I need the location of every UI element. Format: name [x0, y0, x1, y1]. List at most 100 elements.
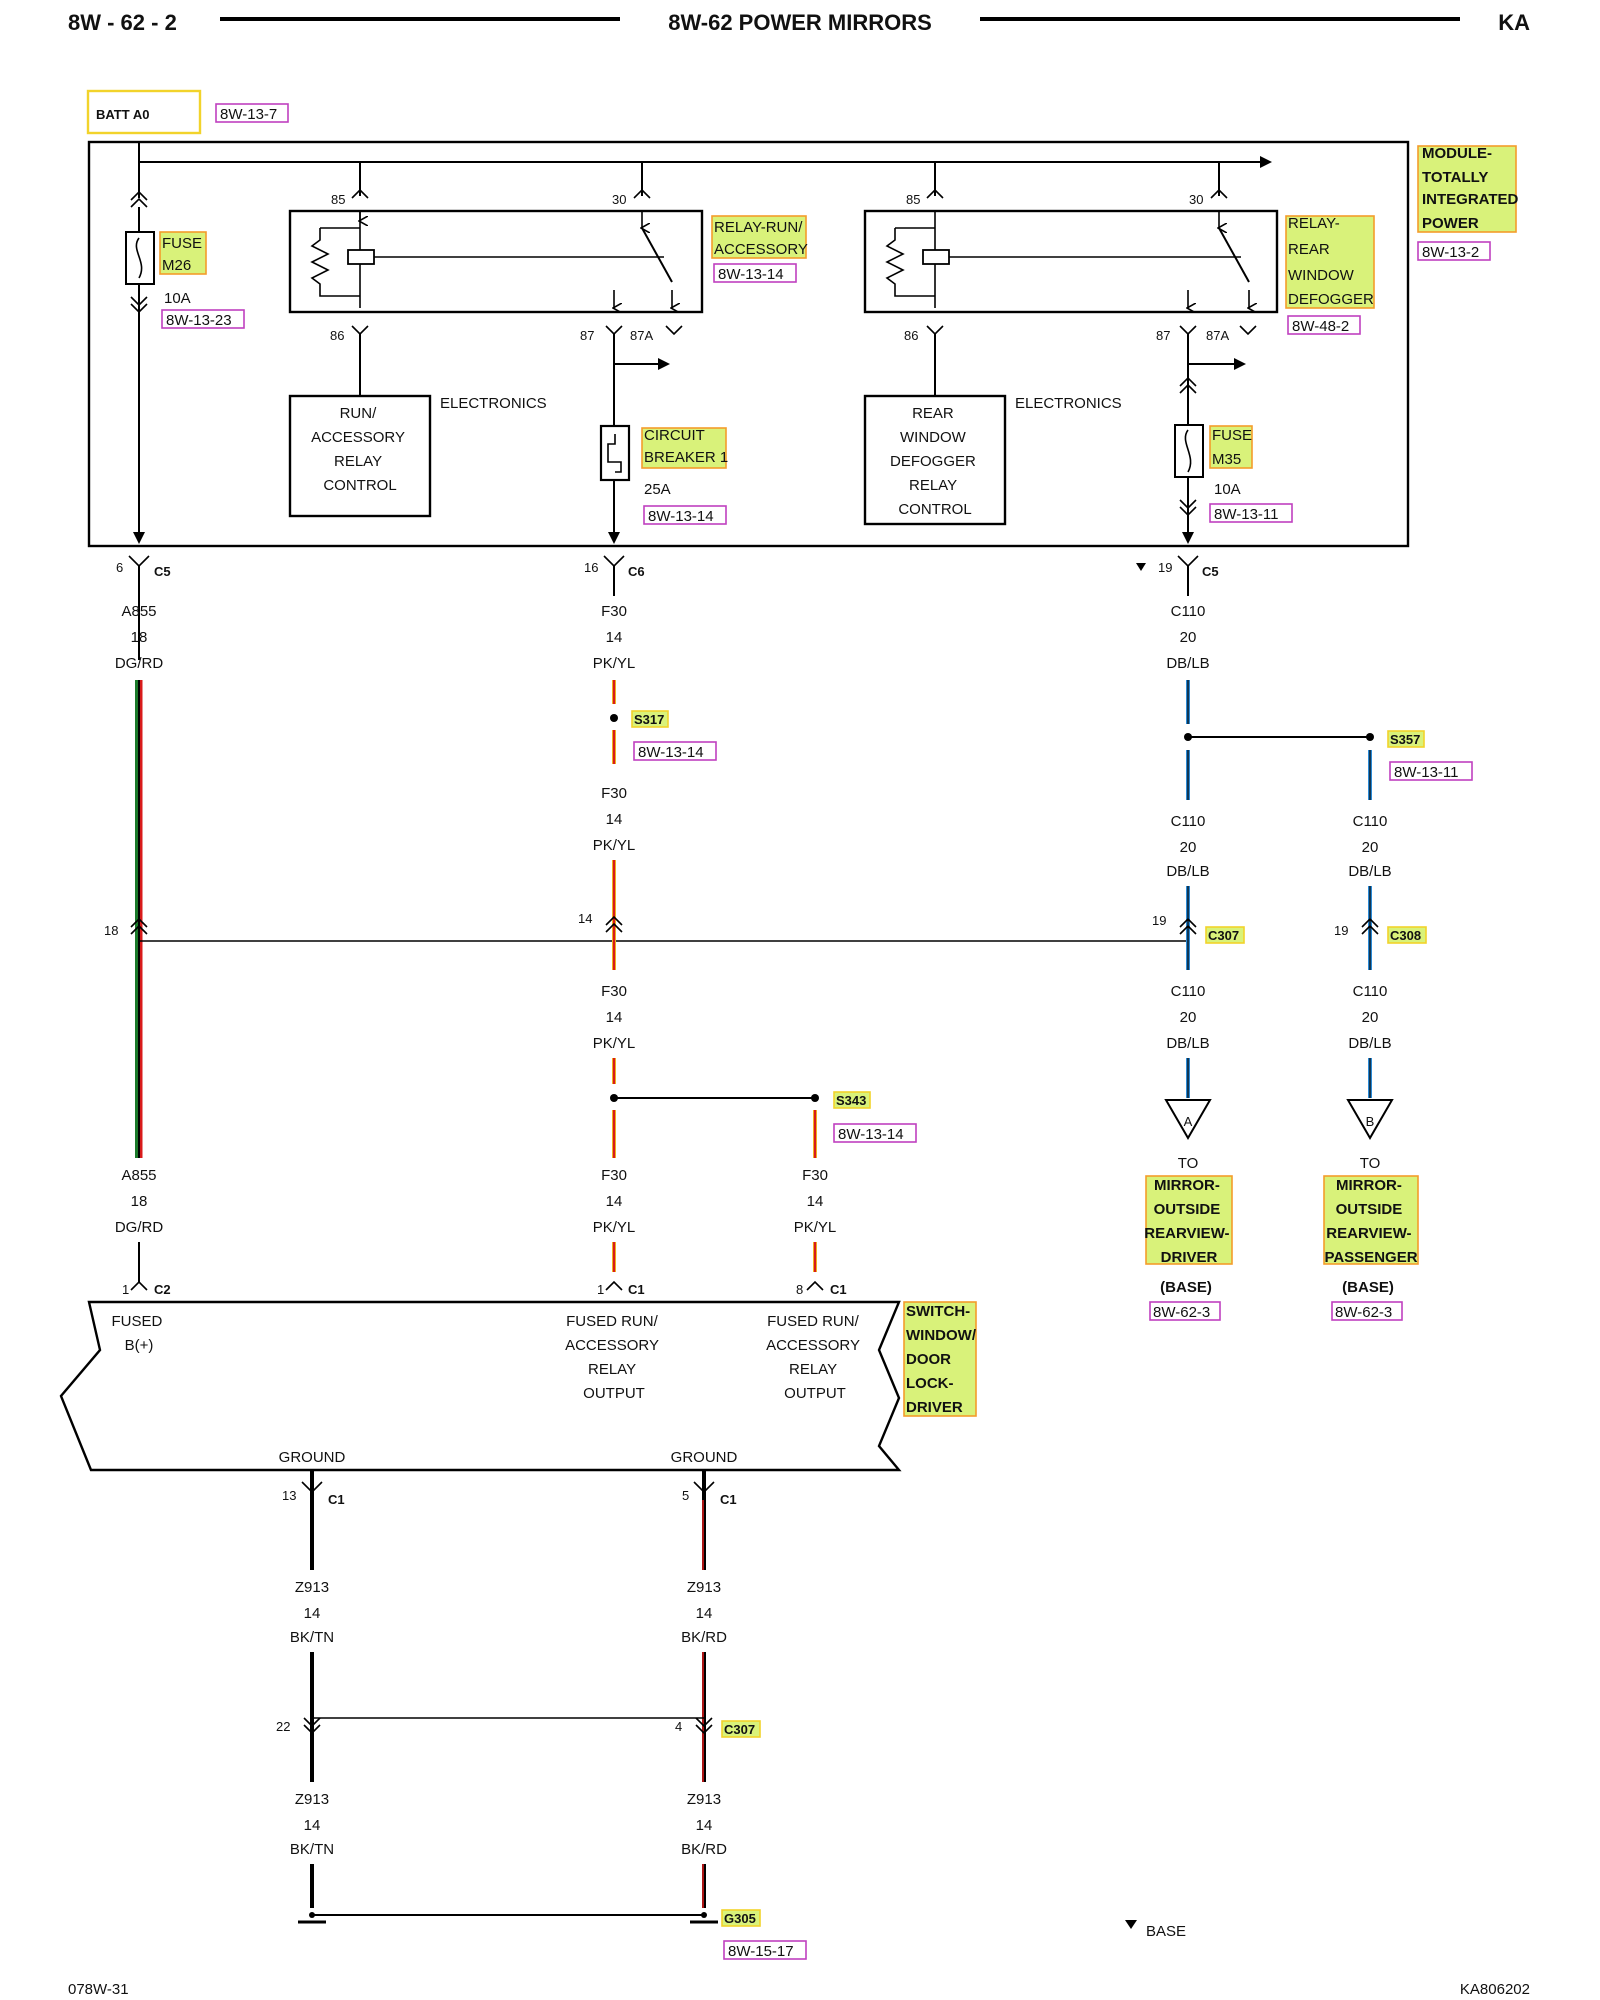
svg-text:20: 20: [1180, 839, 1197, 856]
wire-z913-tn-label-1: Z913 14 BK/TN: [290, 1579, 334, 1646]
wire-c110-label-1: C110 20 DB/LB: [1166, 603, 1209, 672]
switch-relay-output-label-1: FUSED RUN/ ACCESSORY RELAY OUTPUT: [565, 1313, 663, 1402]
connector-c2: 1 C2: [122, 1280, 171, 1297]
footer-right-code: KA806202: [1460, 1981, 1530, 1998]
svg-text:13: 13: [282, 1488, 296, 1503]
ground-g305: G305: [724, 1911, 756, 1926]
relay1-pin-85: 85: [331, 192, 345, 207]
relay2-pin-85: 85: [906, 192, 920, 207]
c307-ground-pin-4: 4: [675, 1719, 682, 1734]
svg-text:A855: A855: [121, 1167, 156, 1184]
circuit-breaker-1-name: CIRCUIT BREAKER 1: [644, 427, 728, 466]
svg-text:C2: C2: [154, 1282, 171, 1297]
svg-text:18: 18: [131, 629, 148, 646]
connector-c6: 16 C6: [584, 555, 645, 579]
pin-18: 18: [104, 923, 118, 938]
svg-text:BK/RD: BK/RD: [681, 1841, 727, 1858]
mirror-passenger-to: TO: [1360, 1155, 1381, 1172]
defogger-relay-control-box: [863, 394, 1007, 526]
splice-s343-ref-link[interactable]: 8W-13-14: [838, 1126, 904, 1143]
run-accessory-relay-control-box: [288, 394, 432, 518]
mirror-driver-name: MIRROR- OUTSIDE REARVIEW- DRIVER: [1144, 1177, 1233, 1266]
relay2-pin-87a: 87A: [1206, 328, 1229, 343]
module-ref-link[interactable]: 8W-13-2: [1422, 244, 1479, 261]
mirror-driver-to: TO: [1178, 1155, 1199, 1172]
mirror-driver-flag[interactable]: A: [1164, 1099, 1212, 1140]
mirror-passenger-ref-link[interactable]: 8W-62-3: [1335, 1304, 1392, 1321]
ground-g305-ref-link[interactable]: 8W-15-17: [728, 1943, 794, 1960]
splice-s357-ref-link[interactable]: 8W-13-11: [1394, 764, 1458, 781]
svg-text:C5: C5: [1202, 564, 1219, 579]
relay1-pin-86: 86: [330, 328, 344, 343]
fuse-m35: [1174, 334, 1246, 544]
wire-a855-label-top: A855 18 DG/RD: [115, 603, 164, 672]
mirror-passenger-name: MIRROR- OUTSIDE REARVIEW- PASSENGER: [1324, 1177, 1417, 1266]
relay-run-accessory: 85 30 86 87 87A: [288, 162, 704, 518]
svg-text:B: B: [1366, 1114, 1375, 1129]
relay-rear-window-defogger: 85 30 86 87 87A: [863, 162, 1279, 526]
svg-text:C110: C110: [1171, 603, 1206, 620]
mirror-driver-ref-link[interactable]: 8W-62-3: [1153, 1304, 1210, 1321]
splice-s317-ref-link[interactable]: 8W-13-14: [638, 744, 704, 761]
circuit-breaker-1-ref-link[interactable]: 8W-13-14: [648, 508, 714, 525]
wire-z913-tn-label-2: Z913 14 BK/TN: [290, 1791, 334, 1858]
svg-text:14: 14: [696, 1817, 713, 1834]
svg-text:F30: F30: [601, 603, 627, 620]
svg-text:20: 20: [1180, 1009, 1197, 1026]
fuse-m26-name: FUSE M26: [162, 235, 206, 274]
connector-c308: C308: [1390, 928, 1421, 943]
connector-c1-a: 1 C1: [597, 1280, 645, 1297]
svg-text:A: A: [1184, 1114, 1193, 1129]
fuse-m35-ref-link[interactable]: 8W-13-11: [1214, 506, 1278, 523]
svg-text:14: 14: [696, 1605, 713, 1622]
wire-c110-label-4: C110 20 DB/LB: [1166, 983, 1209, 1052]
svg-text:19: 19: [1158, 560, 1172, 575]
connector-c1-ground-2: 5 C1: [682, 1481, 737, 1507]
svg-text:1: 1: [597, 1282, 604, 1297]
connector-c307-top: C307: [1208, 928, 1239, 943]
circuit-breaker-1-rating: 25A: [644, 481, 671, 498]
pin-14: 14: [578, 911, 592, 926]
circuit-breaker-1: [599, 334, 670, 544]
wire-c110-label-5: C110 20 DB/LB: [1348, 983, 1391, 1052]
relay1-ref-link[interactable]: 8W-13-14: [718, 266, 784, 283]
page-title: 8W-62 POWER MIRRORS: [668, 10, 932, 35]
svg-text:DG/RD: DG/RD: [115, 655, 164, 672]
tipm-module-box: [87, 140, 1410, 548]
svg-text:DB/LB: DB/LB: [1166, 863, 1209, 880]
svg-text:20: 20: [1362, 1009, 1379, 1026]
mirror-passenger-flag[interactable]: B: [1346, 1099, 1394, 1140]
svg-text:20: 20: [1362, 839, 1379, 856]
connector-c307-ground: C307: [724, 1722, 755, 1737]
batt-ref-link[interactable]: 8W-13-7: [220, 106, 277, 123]
svg-text:C6: C6: [628, 564, 645, 579]
splice-s343: S343: [836, 1093, 866, 1108]
switch-ground-label-1: GROUND: [279, 1449, 346, 1466]
c308-pin: 19: [1334, 923, 1348, 938]
svg-text:PK/YL: PK/YL: [593, 837, 636, 854]
wire-f30-label-3: F30 14 PK/YL: [593, 983, 636, 1052]
fuse-m26-ref-link[interactable]: 8W-13-23: [166, 312, 232, 329]
svg-text:14: 14: [304, 1817, 321, 1834]
splice-s357: S357: [1390, 732, 1420, 747]
svg-text:A855: A855: [121, 603, 156, 620]
mirror-driver-note: (BASE): [1160, 1279, 1212, 1296]
svg-text:14: 14: [606, 811, 623, 828]
switch-window-door-lock-body: [59, 1300, 902, 1472]
c307-ground-pin-22: 22: [276, 1719, 290, 1734]
model-code: KA: [1498, 10, 1530, 35]
svg-text:F30: F30: [601, 1167, 627, 1184]
base-legend-label: BASE: [1146, 1923, 1186, 1940]
svg-text:18: 18: [131, 1193, 148, 1210]
svg-text:C1: C1: [720, 1492, 737, 1507]
relay2-ref-link[interactable]: 8W-48-2: [1292, 318, 1349, 335]
svg-text:DB/LB: DB/LB: [1166, 655, 1209, 672]
connector-c5-left: 6 C5: [116, 555, 171, 579]
svg-text:Z913: Z913: [295, 1791, 329, 1808]
wire-z913-rd-label-1: Z913 14 BK/RD: [681, 1579, 727, 1646]
page-header: 8W - 62 - 2 8W-62 POWER MIRRORS KA: [68, 10, 1530, 35]
svg-text:BK/TN: BK/TN: [290, 1629, 334, 1646]
svg-text:20: 20: [1180, 629, 1197, 646]
svg-text:6: 6: [116, 560, 123, 575]
svg-text:C1: C1: [328, 1492, 345, 1507]
